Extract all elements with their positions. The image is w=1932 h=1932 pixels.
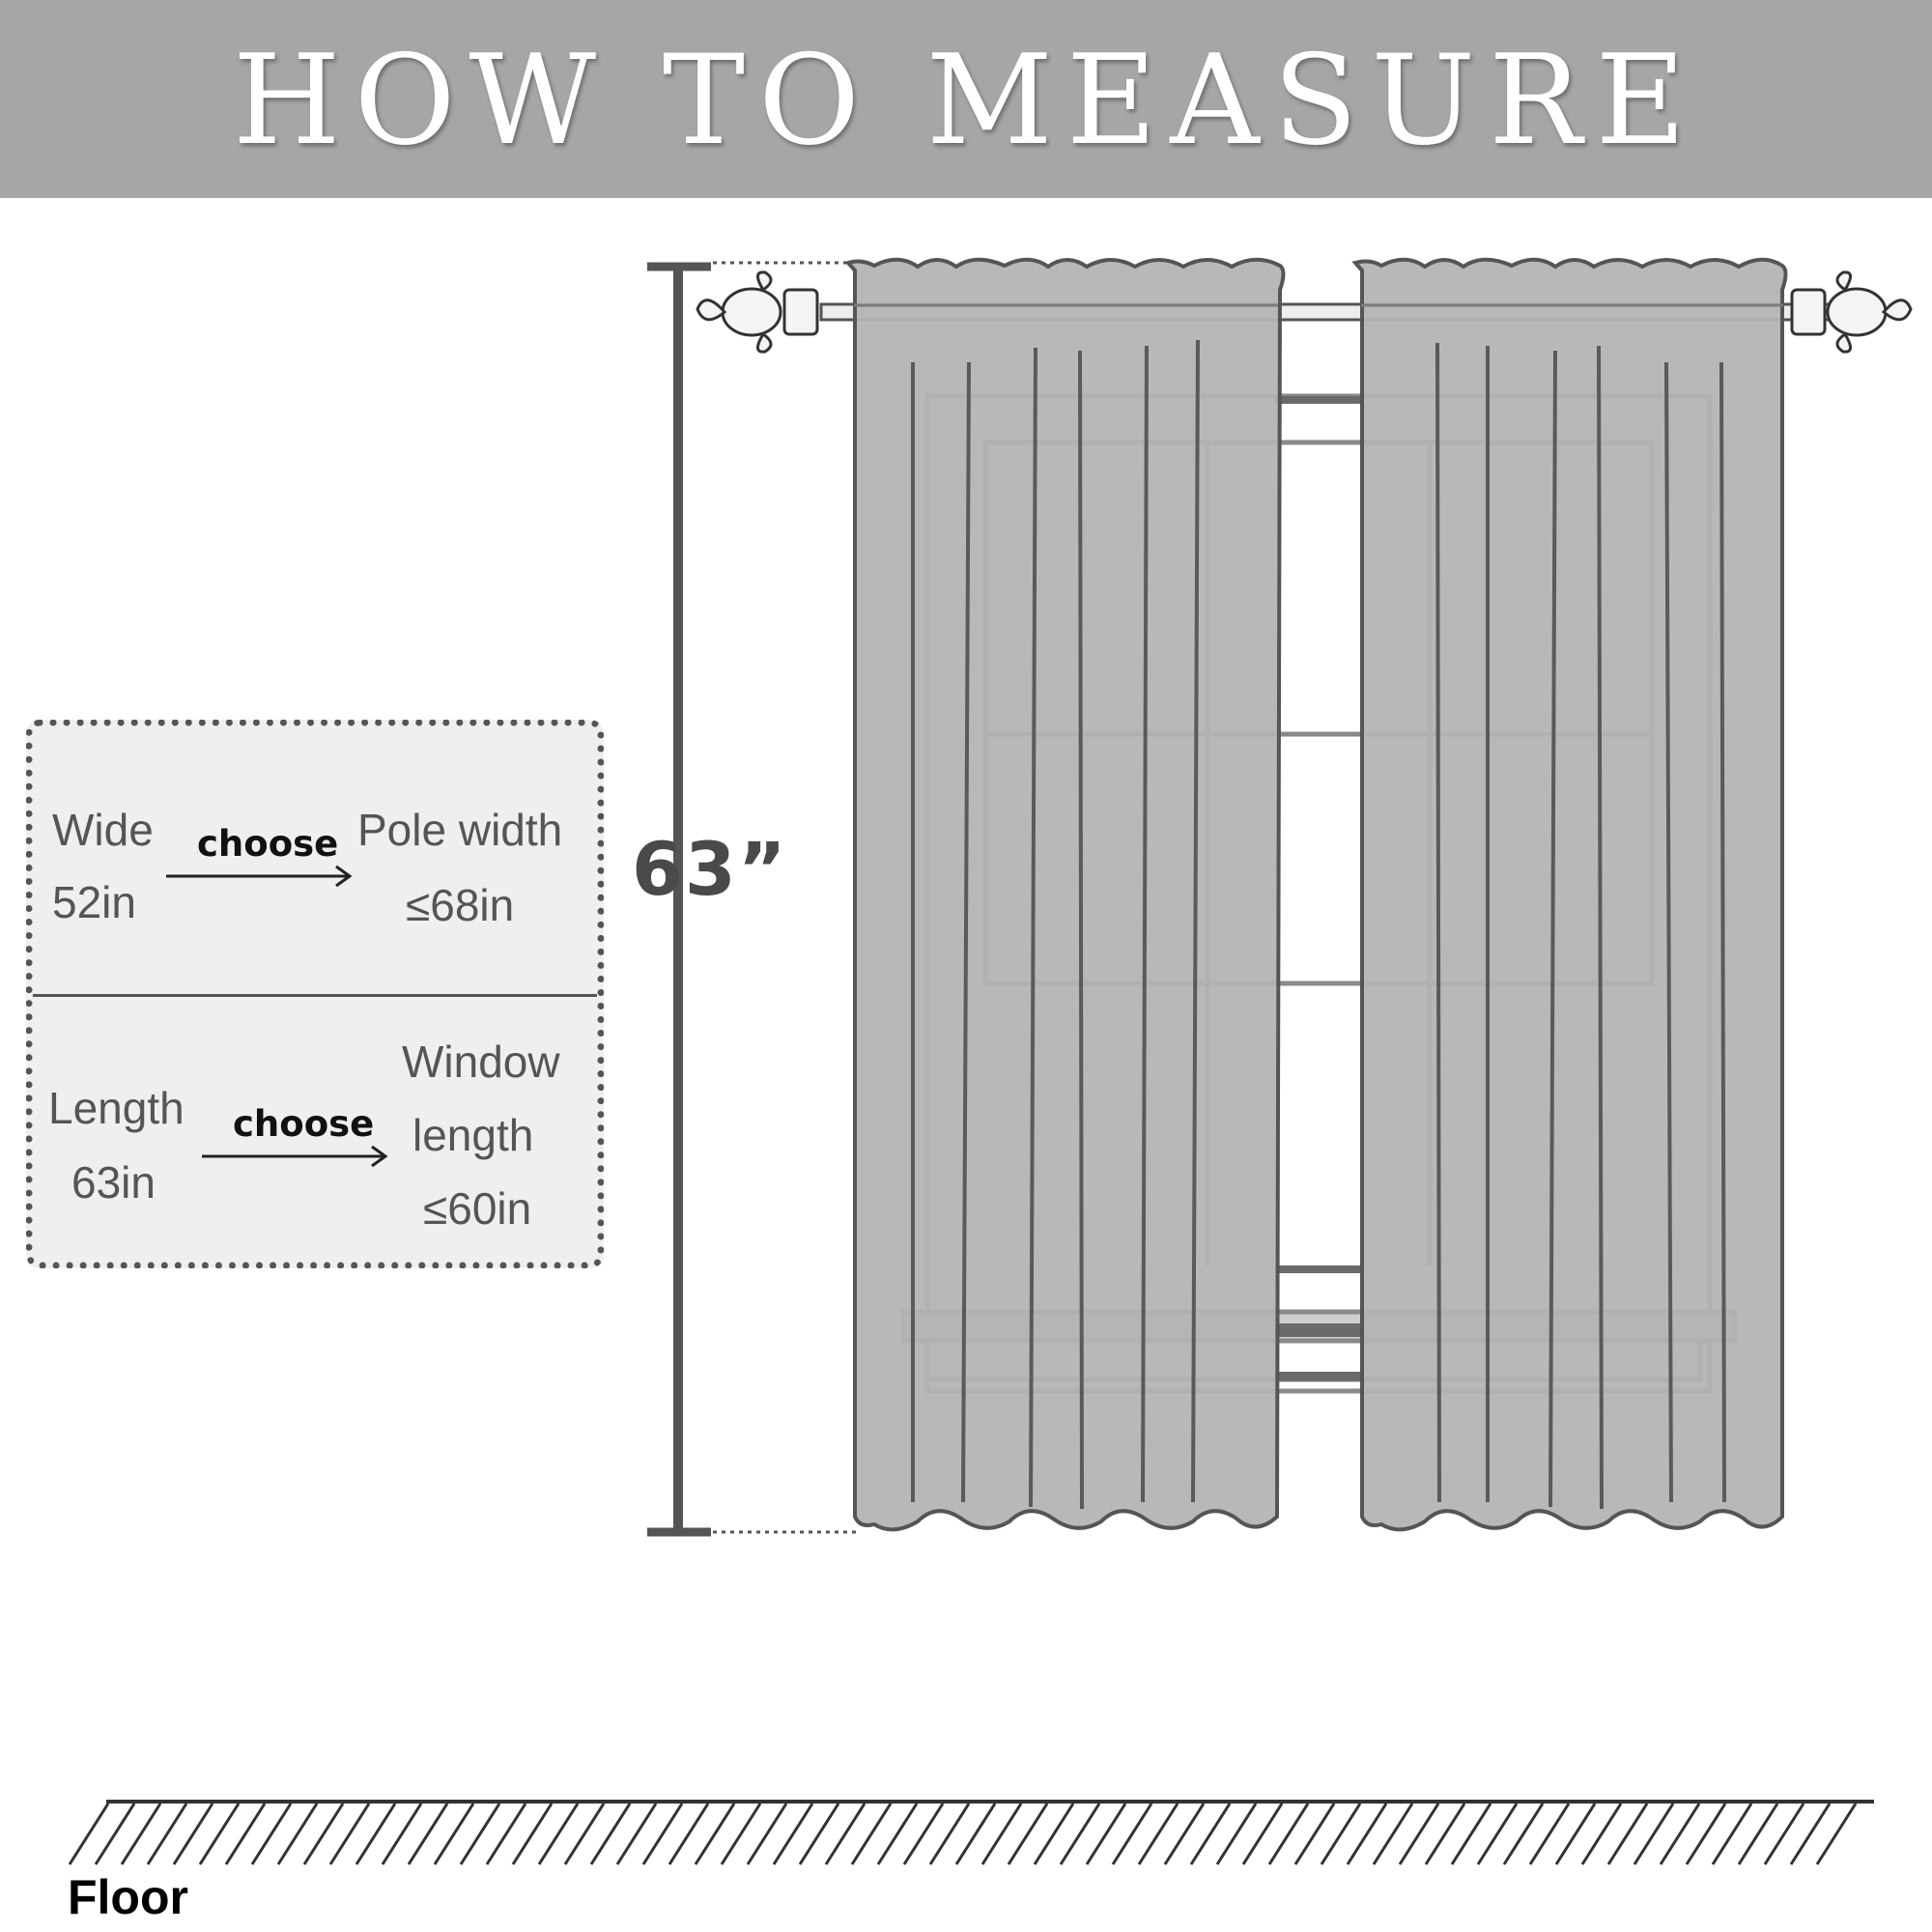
rod-finial-right [1790, 270, 1913, 354]
box-divider [33, 994, 597, 997]
length-target-line2: length [412, 1110, 534, 1160]
wide-choose-label: choose [197, 823, 339, 865]
page-title: HOW TO MEASURE [232, 29, 1700, 173]
rod-finial-left [696, 270, 819, 354]
length-target-line3: ≤60in [423, 1183, 532, 1234]
length-choose-label: choose [233, 1103, 375, 1145]
curtain-panel-left [844, 257, 1286, 1532]
length-target-line1: Window [402, 1037, 560, 1087]
curtain-panel-right [1351, 257, 1788, 1532]
wide-target-line1: Pole width [357, 805, 563, 855]
wide-value: 52in [52, 877, 136, 927]
floor-label: Floor [68, 1870, 188, 1924]
wide-arrow-icon [166, 865, 353, 888]
wide-label: Wide [52, 805, 154, 855]
wide-target-line2: ≤68in [406, 880, 515, 930]
length-label: Length [48, 1083, 185, 1133]
length-value: 63in [71, 1157, 156, 1208]
window-gap-bars [1275, 396, 1362, 1381]
floor-hatch [68, 1800, 1874, 1865]
height-dimension-line [647, 261, 860, 1537]
size-info-box: Wide 52in choose Pole width ≤68in Length… [26, 720, 604, 1268]
length-arrow-icon [202, 1145, 388, 1168]
height-dimension-label: 63” [632, 826, 788, 912]
header-banner: HOW TO MEASURE [0, 0, 1932, 198]
